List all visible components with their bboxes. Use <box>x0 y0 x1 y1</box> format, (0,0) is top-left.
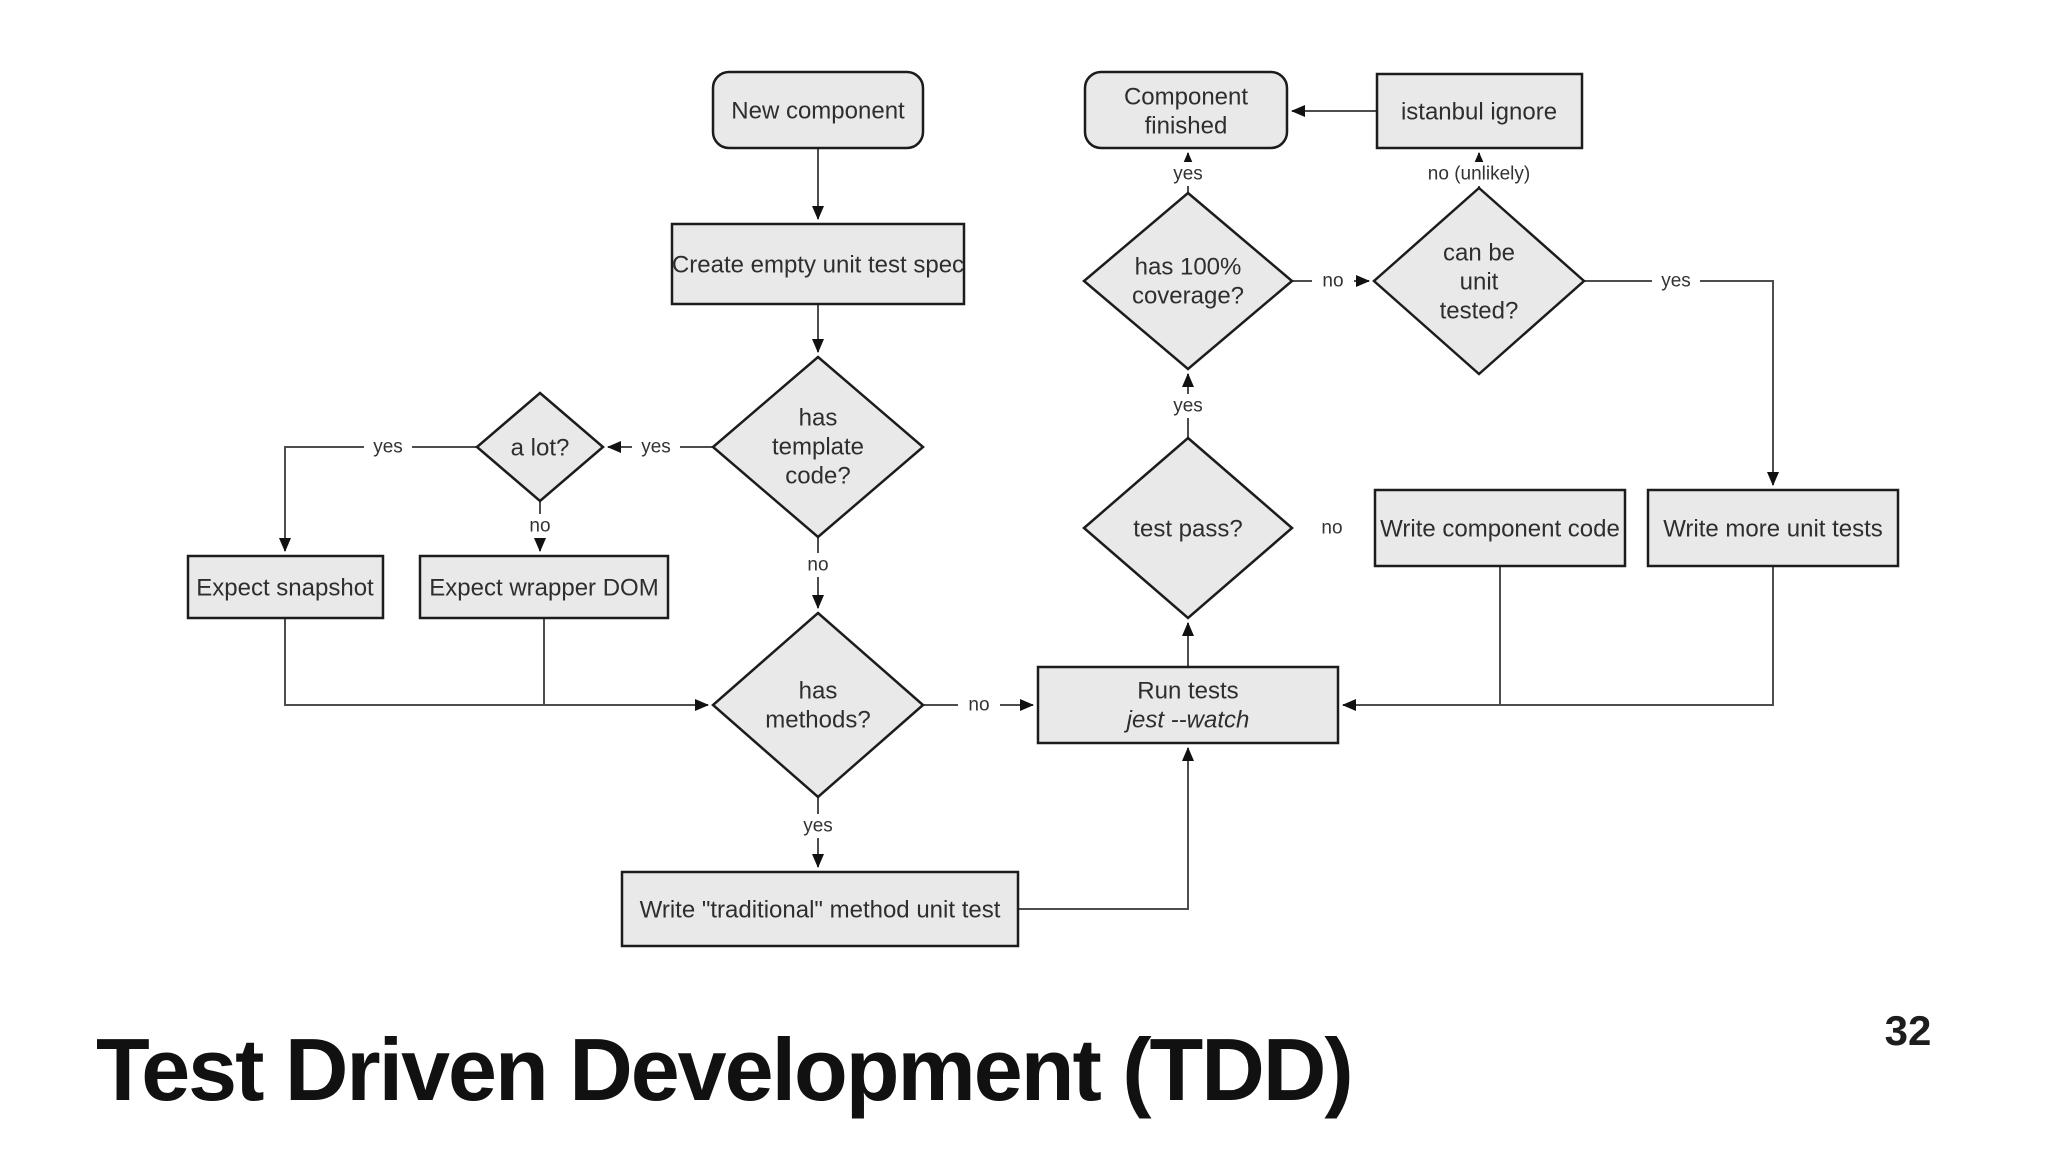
node-run-tests-shape <box>1036 665 1340 745</box>
label-bg <box>364 435 412 459</box>
node-a-lot: a lot? <box>475 391 605 503</box>
label-bg <box>1311 516 1353 540</box>
node-write-traditional-label: Write "traditional" method unit test <box>640 897 1001 924</box>
node-has-template-code-line1: has <box>799 405 838 432</box>
node-has-methods-line1: has <box>799 678 838 705</box>
label-bg <box>1164 394 1212 418</box>
node-component-finished-line2: finished <box>1145 113 1228 140</box>
edge-label-template-to-alot: yes <box>641 437 671 458</box>
label-bg <box>1414 162 1544 186</box>
node-has-methods-shape <box>711 611 925 799</box>
edge-moretests-to-runtests <box>1342 566 1774 711</box>
node-test-pass-shape <box>1082 436 1294 620</box>
node-expect-snapshot-shape <box>186 554 385 620</box>
node-write-traditional-shape <box>620 870 1020 948</box>
node-create-spec-shape <box>670 222 966 306</box>
node-expect-snapshot: Expect snapshot <box>186 554 385 620</box>
label-bg <box>958 693 1000 717</box>
edge-alot-to-expectsnapshot <box>279 446 477 552</box>
node-write-more-tests: Write more unit tests <box>1646 488 1900 568</box>
node-new-component: New component <box>711 70 925 150</box>
node-can-be-unit-tested-line3: tested? <box>1440 298 1519 325</box>
node-expect-wrapper-dom-shape <box>418 554 670 620</box>
edge-label-alot-to-snapshot: yes <box>373 437 403 458</box>
node-write-more-tests-shape <box>1646 488 1900 568</box>
node-has-coverage-line1: has 100% <box>1135 254 1242 281</box>
node-a-lot-shape <box>475 391 605 503</box>
node-create-spec-label: Create empty unit test spec <box>672 252 964 279</box>
flow-edge-labels: yes yes no no no yes yes no yes no no (u… <box>364 162 1700 838</box>
node-has-coverage-line2: coverage? <box>1132 283 1244 310</box>
edge-label-methods-to-runtests: no <box>968 695 989 716</box>
edge-expectsnapshot-to-hasmethods <box>284 618 709 711</box>
node-can-be-unit-tested-shape <box>1372 186 1586 376</box>
edge-canbe-to-moretests <box>1584 280 1779 486</box>
node-write-component-code-shape <box>1373 488 1627 568</box>
node-has-template-code-line2: template <box>772 434 864 461</box>
node-test-pass: test pass? <box>1082 436 1294 620</box>
node-a-lot-label: a lot? <box>511 435 570 462</box>
node-istanbul-ignore: istanbul ignore <box>1375 72 1584 150</box>
node-run-tests-line2: jest --watch <box>1124 707 1250 734</box>
edge-label-alot-to-wrapper: no <box>529 516 550 537</box>
flow-nodes: New component Create empty unit test spe… <box>186 70 1900 948</box>
label-bg <box>1164 162 1212 186</box>
label-bg <box>520 514 560 538</box>
node-can-be-unit-tested-line1: can be <box>1443 240 1515 267</box>
edge-label-template-to-methods: no <box>807 555 828 576</box>
node-write-component-code-label: Write component code <box>1380 516 1620 543</box>
node-run-tests-line1: Run tests <box>1137 678 1238 705</box>
node-component-finished-shape <box>1083 70 1289 150</box>
node-run-tests: Run tests jest --watch <box>1036 665 1340 745</box>
edge-label-testpass-to-coverage: yes <box>1173 396 1203 417</box>
node-has-methods: has methods? <box>711 611 925 799</box>
node-write-more-tests-label: Write more unit tests <box>1663 516 1883 543</box>
node-can-be-unit-tested: can be unit tested? <box>1372 186 1586 376</box>
node-write-traditional: Write "traditional" method unit test <box>620 870 1020 948</box>
node-istanbul-ignore-label: istanbul ignore <box>1401 99 1557 126</box>
node-has-methods-line2: methods? <box>765 707 870 734</box>
edge-label-coverage-to-finished: yes <box>1173 164 1203 185</box>
node-new-component-label: New component <box>731 98 905 125</box>
node-can-be-unit-tested-line2: unit <box>1460 269 1499 296</box>
label-bg <box>632 435 680 459</box>
node-has-template-code: has template code? <box>711 355 925 539</box>
edge-label-canbe-to-moretests: yes <box>1661 271 1691 292</box>
edge-label-canbe-to-istanbul: no (unlikely) <box>1428 164 1530 185</box>
edge-label-coverage-to-canbe: no <box>1322 271 1343 292</box>
node-has-template-code-line3: code? <box>785 463 850 490</box>
node-component-finished: Component finished <box>1083 70 1289 150</box>
label-bg <box>1652 269 1700 293</box>
node-expect-wrapper-dom-label: Expect wrapper DOM <box>429 575 658 602</box>
node-create-spec: Create empty unit test spec <box>670 222 966 306</box>
node-has-coverage: has 100% coverage? <box>1082 191 1294 371</box>
label-bg <box>1312 269 1354 293</box>
label-bg <box>798 553 838 577</box>
node-istanbul-ignore-shape <box>1375 72 1584 150</box>
node-has-coverage-shape <box>1082 191 1294 371</box>
node-component-finished-line1: Component <box>1124 84 1248 111</box>
page-number: 32 <box>1885 1007 1932 1054</box>
edge-label-methods-to-traditional: yes <box>803 816 833 837</box>
node-test-pass-label: test pass? <box>1133 516 1242 543</box>
edge-label-testpass-to-componentcode: no <box>1321 518 1342 539</box>
node-has-template-code-shape <box>711 355 925 539</box>
node-new-component-shape <box>711 70 925 150</box>
edge-traditional-to-runtests <box>1018 747 1194 910</box>
slide-title: Test Driven Development (TDD) <box>96 1020 1352 1119</box>
node-write-component-code: Write component code <box>1373 488 1627 568</box>
node-expect-wrapper-dom: Expect wrapper DOM <box>418 554 670 620</box>
node-expect-snapshot-label: Expect snapshot <box>196 575 374 602</box>
label-bg <box>794 814 842 838</box>
